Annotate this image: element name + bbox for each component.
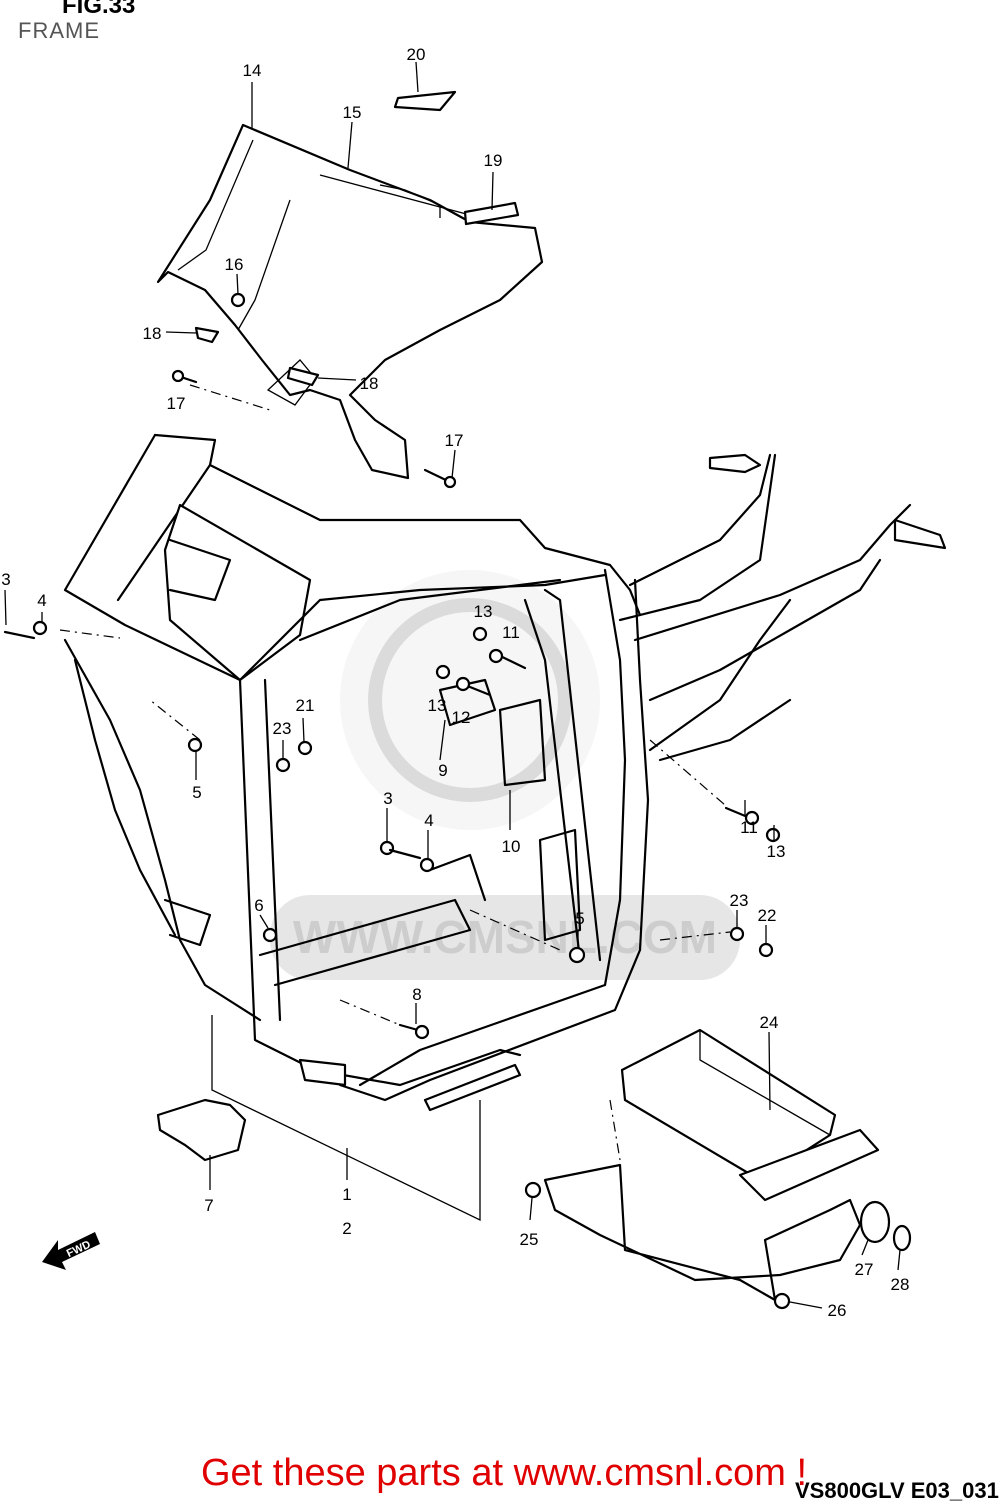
callout-24: 24: [760, 1013, 779, 1032]
main-frame: [63, 433, 947, 1112]
callout-8: 8: [412, 985, 421, 1004]
callout-25: 25: [520, 1230, 539, 1249]
callout-9: 9: [438, 761, 447, 780]
callout-15: 15: [343, 103, 362, 122]
callout-13c: 13: [767, 842, 786, 861]
callout-1: 1: [342, 1185, 351, 1204]
callout-6: 6: [254, 896, 263, 915]
callout-28: 28: [891, 1275, 910, 1294]
callout-5a: 5: [192, 783, 201, 802]
callout-4b: 4: [424, 811, 433, 830]
callout-4a: 4: [37, 591, 46, 610]
callout-3a: 3: [1, 570, 10, 589]
callout-11b: 11: [740, 818, 758, 837]
callout-26: 26: [828, 1301, 847, 1320]
battery-case: [543, 1028, 912, 1302]
callout-17a: 17: [167, 394, 186, 413]
callout-2: 2: [342, 1219, 351, 1238]
callout-7: 7: [204, 1196, 213, 1215]
section-label: FRAME: [18, 18, 100, 43]
callout-22: 22: [758, 906, 777, 925]
fwd-arrow-icon: FWD: [42, 1232, 100, 1270]
callout-18a: 18: [143, 324, 162, 343]
watermark: WWW.CMSNL.COM: [270, 570, 740, 980]
document-code: VS800GLV E03_031: [795, 1478, 999, 1503]
callout-19: 19: [484, 151, 503, 170]
callout-23a: 23: [273, 719, 292, 738]
callout-13a: 13: [474, 602, 493, 621]
callout-13b: 13: [428, 696, 447, 715]
callout-11a: 11: [502, 623, 520, 642]
footer-parts-link[interactable]: Get these parts at www.cmsnl.com !: [200, 1452, 808, 1494]
callout-3b: 3: [383, 789, 392, 808]
callout-21: 21: [296, 696, 315, 715]
callout-labels: 14 20 15 19 16 18 18 17 17 3 4 13 11 13 …: [1, 45, 909, 1320]
callout-27: 27: [855, 1260, 874, 1279]
callout-14: 14: [243, 61, 262, 80]
callout-10: 10: [502, 837, 521, 856]
frame-cover: [156, 123, 544, 480]
callout-20: 20: [407, 45, 426, 64]
decal-part-20: [393, 90, 457, 112]
figure-title: FIG.33: [62, 0, 136, 19]
fwd-label: FWD: [65, 1239, 93, 1260]
leader-lines: [4, 61, 901, 1309]
fasteners: [3, 292, 791, 1310]
callout-17b: 17: [445, 431, 464, 450]
callout-23b: 23: [730, 891, 749, 910]
callout-16: 16: [225, 255, 244, 274]
callout-18b: 18: [360, 374, 379, 393]
bracket-part-7: [156, 1098, 247, 1162]
decal-part-19: [463, 201, 520, 226]
watermark-text: WWW.CMSNL.COM: [293, 911, 717, 963]
callout-12: 12: [452, 708, 471, 727]
callout-5b: 5: [575, 909, 584, 928]
